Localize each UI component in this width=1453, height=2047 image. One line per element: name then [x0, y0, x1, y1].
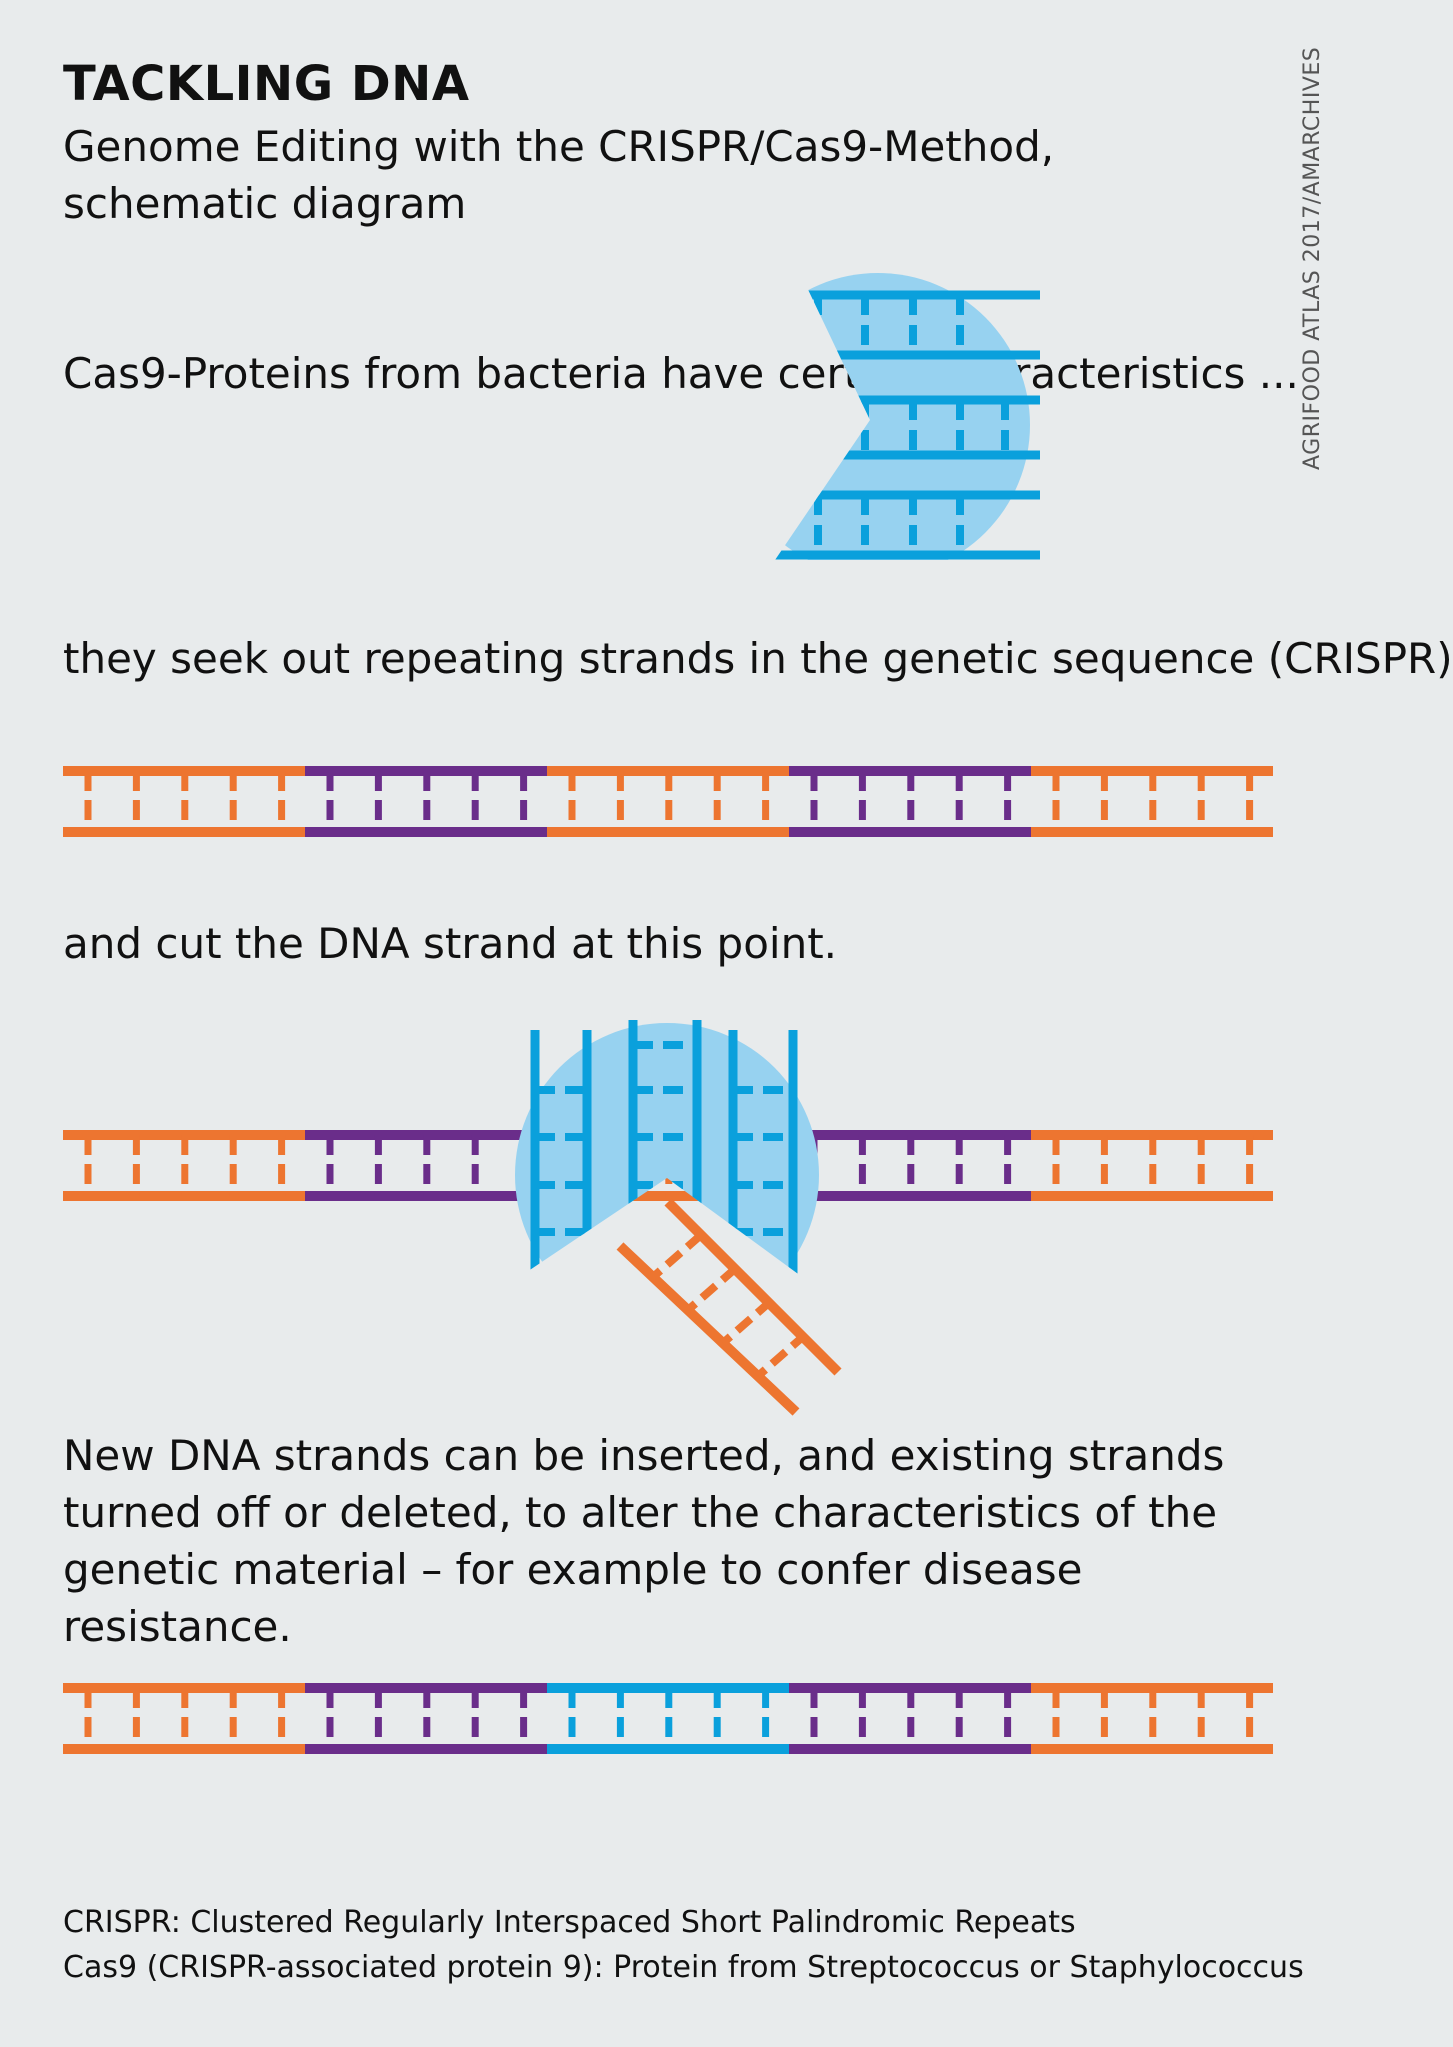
diagram-art [63, 273, 1273, 1754]
step-3-text: and cut the DNA strand at this point. [63, 919, 838, 968]
step-4-text: New DNA strands can be inserted, and exi… [63, 1431, 1225, 1651]
dna-segment-orange [1031, 766, 1273, 837]
dna-segment-purple [789, 766, 1031, 837]
cas9-protein-icon [775, 273, 1040, 560]
cas9-protein-cutting-icon [515, 1020, 819, 1290]
dna-segment-orange [63, 1683, 305, 1754]
dna-segment-blue [547, 1683, 789, 1754]
dna-strand-step2 [63, 766, 1273, 837]
dna-segment-purple [305, 1130, 547, 1201]
dna-segment-purple [305, 766, 547, 837]
dna-segment-orange [547, 766, 789, 837]
footnote-cas9: Cas9 (CRISPR-associated protein 9): Prot… [63, 1950, 1304, 1985]
dna-segment-orange [1031, 1683, 1273, 1754]
footnotes: CRISPR: Clustered Regularly Interspaced … [63, 1900, 1304, 1990]
dna-segment-orange [63, 766, 305, 837]
step-2-text: they seek out repeating strands in the g… [63, 634, 1453, 683]
dna-segment-orange [63, 1130, 305, 1201]
dna-segment-purple [789, 1130, 1031, 1201]
page-subtitle: Genome Editing with the CRISPR/Cas9-Meth… [63, 122, 1055, 228]
dna-segment-purple [305, 1683, 547, 1754]
dna-segment-purple [789, 1683, 1031, 1754]
dna-segment-orange [1031, 1130, 1273, 1201]
page-title: TACKLING DNA [63, 56, 470, 112]
dna-strand-step4 [63, 1683, 1273, 1754]
footnote-crispr: CRISPR: Clustered Regularly Interspaced … [63, 1905, 1076, 1940]
dna-fragment-cut [616, 1198, 842, 1416]
